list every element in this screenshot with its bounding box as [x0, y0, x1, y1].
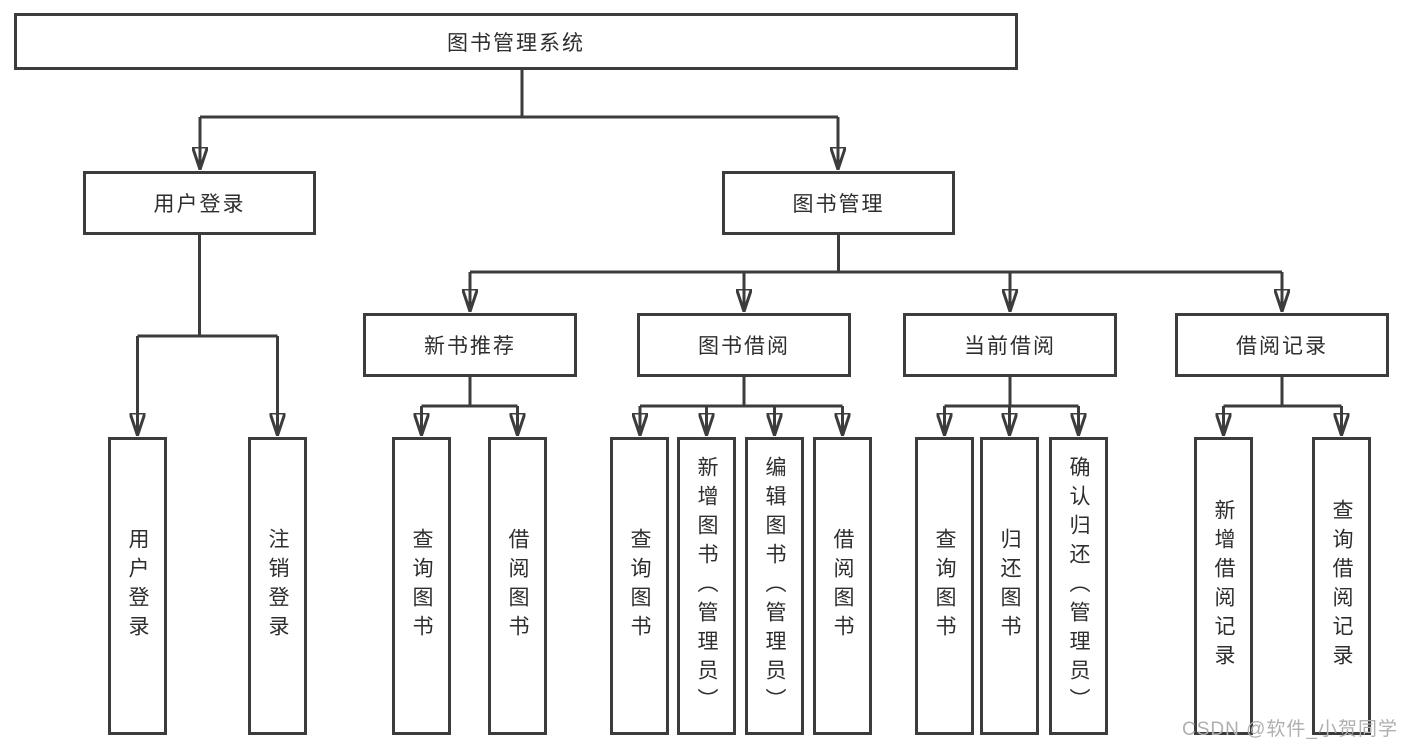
- node-leaf-user-login-label: 用户登录: [126, 528, 149, 644]
- node-book-mgmt-label: 图书管理: [792, 193, 885, 216]
- node-leaf-bb-add-label: 新增图书（管理员）: [695, 455, 718, 717]
- node-book-mgmt: 图书管理: [722, 171, 955, 235]
- node-book-borrow: 图书借阅: [637, 313, 851, 377]
- node-leaf-bb-borrow-label: 借阅图书: [831, 528, 854, 644]
- node-leaf-user-login: 用户登录: [108, 437, 167, 735]
- node-new-books-label: 新书推荐: [424, 335, 516, 358]
- node-user-login: 用户登录: [83, 171, 316, 235]
- node-leaf-cb-confirm: 确认归还（管理员）: [1049, 437, 1108, 735]
- node-leaf-nb-query: 查询图书: [392, 437, 451, 735]
- node-borrow-records: 借阅记录: [1175, 313, 1389, 377]
- node-user-login-label: 用户登录: [153, 193, 246, 216]
- node-leaf-nb-borrow-label: 借阅图书: [506, 528, 529, 644]
- node-leaf-nb-query-label: 查询图书: [410, 528, 433, 644]
- node-leaf-cb-confirm-label: 确认归还（管理员）: [1067, 455, 1090, 717]
- node-leaf-bb-add: 新增图书（管理员）: [677, 437, 736, 735]
- node-leaf-bb-edit: 编辑图书（管理员）: [745, 437, 804, 735]
- csdn-watermark: CSDN @软件_小贺同学: [1182, 719, 1398, 740]
- node-leaf-br-add-label: 新增借阅记录: [1212, 499, 1235, 673]
- node-leaf-cb-return-label: 归还图书: [998, 528, 1021, 644]
- node-leaf-cb-query: 查询图书: [915, 437, 974, 735]
- node-current-borrow: 当前借阅: [903, 313, 1117, 377]
- node-leaf-logout: 注销登录: [248, 437, 307, 735]
- node-book-borrow-label: 图书借阅: [698, 335, 790, 358]
- node-root-label: 图书管理系统: [447, 31, 585, 55]
- node-leaf-bb-edit-label: 编辑图书（管理员）: [763, 455, 786, 717]
- node-leaf-cb-return: 归还图书: [980, 437, 1039, 735]
- node-new-books: 新书推荐: [363, 313, 577, 377]
- node-leaf-cb-query-label: 查询图书: [933, 528, 956, 644]
- node-leaf-bb-query-label: 查询图书: [628, 528, 651, 644]
- node-leaf-bb-borrow: 借阅图书: [813, 437, 872, 735]
- node-leaf-nb-borrow: 借阅图书: [488, 437, 547, 735]
- node-borrow-records-label: 借阅记录: [1236, 335, 1328, 358]
- node-leaf-logout-label: 注销登录: [266, 528, 289, 644]
- node-leaf-br-query-label: 查询借阅记录: [1330, 499, 1353, 673]
- node-leaf-bb-query: 查询图书: [610, 437, 669, 735]
- node-leaf-br-query: 查询借阅记录: [1312, 437, 1371, 735]
- node-leaf-br-add: 新增借阅记录: [1194, 437, 1253, 735]
- node-current-borrow-label: 当前借阅: [964, 335, 1056, 358]
- node-root: 图书管理系统: [14, 13, 1018, 70]
